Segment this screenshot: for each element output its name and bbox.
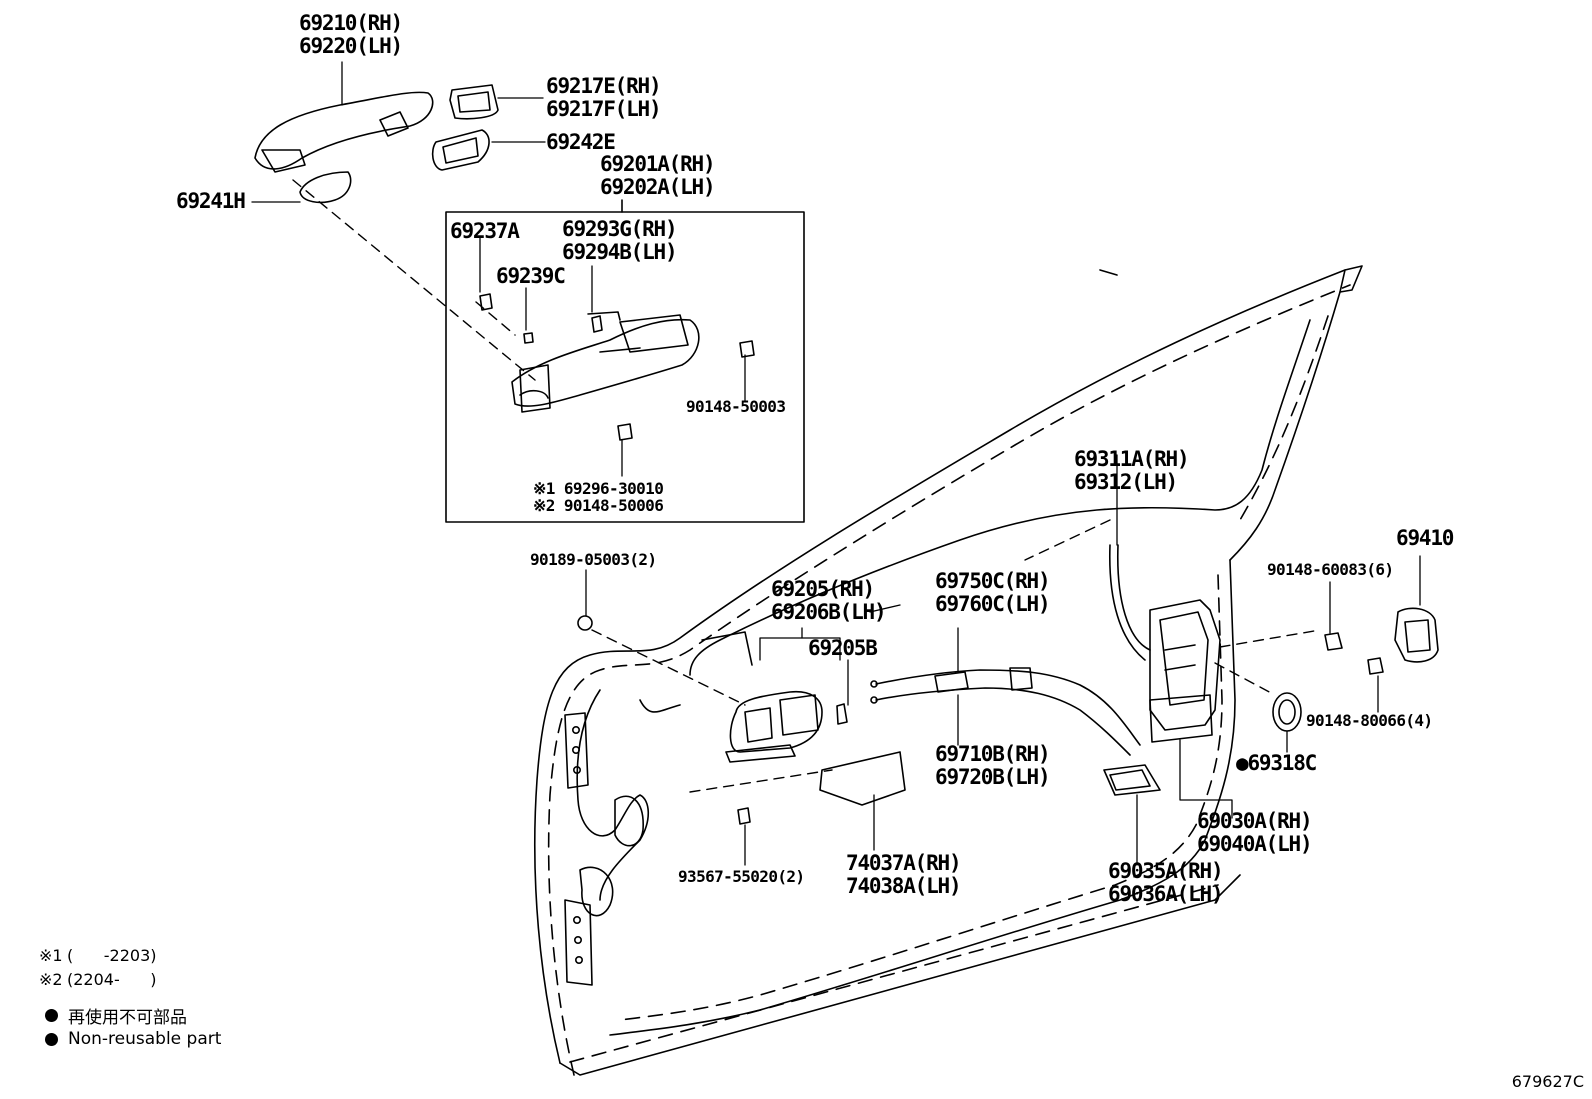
label-screw-pair: ※1 69296-30010 ※2 90148-50006: [533, 479, 664, 515]
leader-lines: [251, 61, 1421, 866]
legend-en-row: Non-reusable part: [45, 1027, 221, 1051]
label-cover-e: 69217E(RH) 69217F(LH): [546, 74, 662, 121]
legend-note-1: ※1 ( -2203): [39, 945, 157, 965]
label-part-a: 69237A: [450, 219, 520, 243]
label-seal: ●69318C: [1236, 751, 1317, 775]
label-clip: 69205B: [808, 636, 878, 660]
label-striker: 69410: [1396, 526, 1454, 550]
label-pad-h: 69241H: [176, 189, 246, 213]
diagram-code: 679627C: [1511, 1072, 1584, 1091]
label-tapping-screw: 93567-55020(2): [678, 867, 805, 886]
door-frame: [533, 265, 1363, 1076]
legend-non-reusable: 再使用不可部品 Non-reusable part: [45, 1003, 221, 1051]
filled-dot-icon: [45, 1008, 58, 1022]
label-assembly: 69201A(RH) 69202A(LH): [600, 152, 716, 199]
label-screw-60083: 90148-60083(6): [1267, 560, 1394, 579]
label-inside-handle: 69205(RH) 69206B(LH): [771, 577, 887, 624]
legend-note-2: ※2 (2204- ): [39, 969, 157, 989]
label-part-g: 69293G(RH) 69294B(LH): [562, 217, 678, 264]
label-rod: 69311A(RH) 69312(LH): [1074, 447, 1190, 494]
control-cables: [870, 667, 1141, 756]
label-cover-69035: 69035A(RH) 69036A(LH): [1108, 859, 1224, 906]
label-part-c: 69239C: [496, 264, 566, 288]
inside-handle-part: [725, 690, 848, 763]
label-nut: 90189-05003(2): [530, 550, 657, 569]
lock-assembly-part: [1099, 269, 1221, 743]
label-pad-e: 69242E: [546, 130, 616, 154]
label-screw-80066: 90148-80066(4): [1306, 711, 1433, 730]
assembly-guide-lines: [292, 179, 1321, 793]
label-pad-74: 74037A(RH) 74038A(LH): [846, 851, 962, 898]
label-handle-frame: 69210(RH) 69220(LH): [299, 11, 403, 58]
striker-part: [577, 607, 1439, 825]
label-screw-50003: 90148-50003: [686, 397, 786, 416]
label-lock-assembly: 69030A(RH) 69040A(LH): [1197, 809, 1313, 856]
label-cable-upper: 69750C(RH) 69760C(LH): [935, 569, 1051, 616]
filled-dot-icon: [45, 1032, 58, 1046]
legend-notes: ※1 ( -2203) ※2 (2204- ): [39, 943, 157, 991]
assembly-frame-box: [445, 199, 805, 523]
legend-jp-row: 再使用不可部品: [45, 1003, 221, 1028]
label-cable-lower: 69710B(RH) 69720B(LH): [935, 742, 1051, 789]
outside-handle-group: [254, 84, 499, 204]
